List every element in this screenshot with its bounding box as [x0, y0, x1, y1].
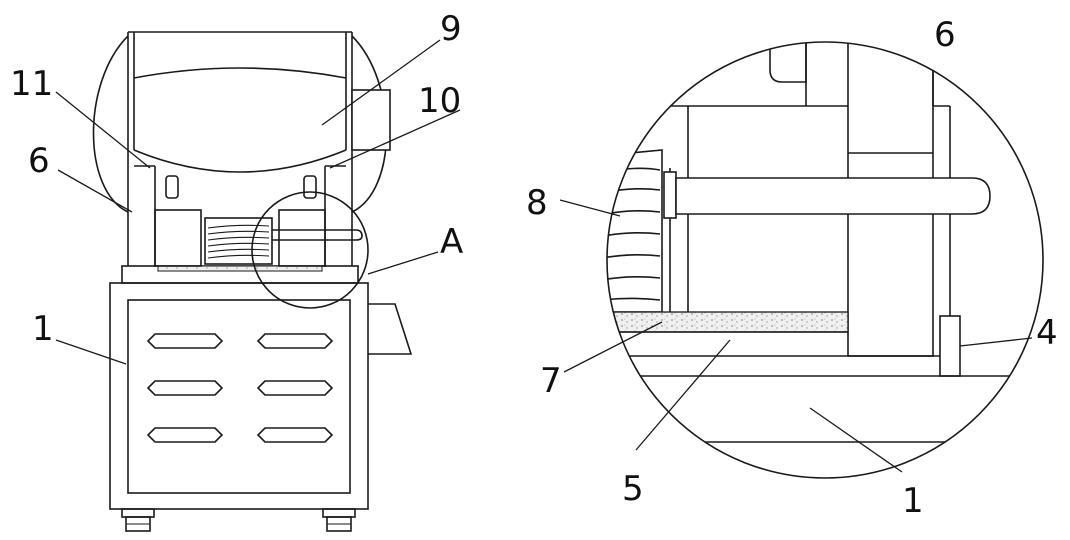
- label-4: 4: [1036, 313, 1058, 353]
- right-leaders: [559, 199, 1033, 473]
- vent-slot: [256, 333, 334, 349]
- shaft-collar: [663, 171, 677, 219]
- drum-top-curve: [133, 67, 347, 79]
- casters: [121, 508, 356, 532]
- top-notch: [769, 42, 807, 83]
- label-5: 5: [622, 469, 644, 509]
- bracket-left: [165, 175, 179, 199]
- discharge-chute: [368, 303, 413, 355]
- shaft-8: [675, 177, 991, 215]
- bristle-arcs: [607, 167, 661, 303]
- vent-slot: [146, 380, 224, 396]
- cabinet-body: [109, 282, 369, 510]
- bracket-right: [303, 175, 317, 199]
- label-8: 8: [526, 183, 548, 223]
- left-leaders: [55, 39, 461, 365]
- vent-slot: [256, 427, 334, 443]
- brush-roller-detail: [607, 149, 663, 313]
- caster-plate: [121, 508, 155, 518]
- machine-overview: [92, 31, 413, 532]
- filter-pad-7: [607, 311, 849, 333]
- label-a: A: [440, 222, 463, 262]
- drum-left-arc: [92, 35, 129, 213]
- caster-plate: [322, 508, 356, 518]
- filter-pad: [157, 265, 323, 272]
- label-6-left: 6: [28, 141, 50, 181]
- detail-circle-outline: [606, 41, 1044, 479]
- label-1-right: 1: [902, 481, 924, 521]
- drum-bottom-curve: [133, 149, 347, 173]
- vent-slots: [146, 333, 334, 443]
- vent-slot: [256, 380, 334, 396]
- brush-bristles: [207, 224, 270, 259]
- label-6-right: 6: [934, 15, 956, 55]
- label-11: 11: [10, 64, 53, 104]
- right-block: [278, 209, 326, 267]
- cabinet-door-panel: [127, 299, 351, 494]
- label-10: 10: [418, 81, 461, 121]
- vent-slot: [146, 427, 224, 443]
- label-1-left: 1: [32, 309, 54, 349]
- shaft-rod: [272, 229, 363, 241]
- detail-circle-a: [251, 191, 369, 309]
- label-9: 9: [440, 9, 462, 49]
- detail-view-a: [606, 41, 1044, 479]
- left-block: [154, 209, 202, 267]
- detail-contents: [607, 42, 1043, 443]
- label-7: 7: [540, 361, 562, 401]
- brush-roller: [204, 217, 273, 265]
- vent-slot: [146, 333, 224, 349]
- part-4: [939, 315, 961, 377]
